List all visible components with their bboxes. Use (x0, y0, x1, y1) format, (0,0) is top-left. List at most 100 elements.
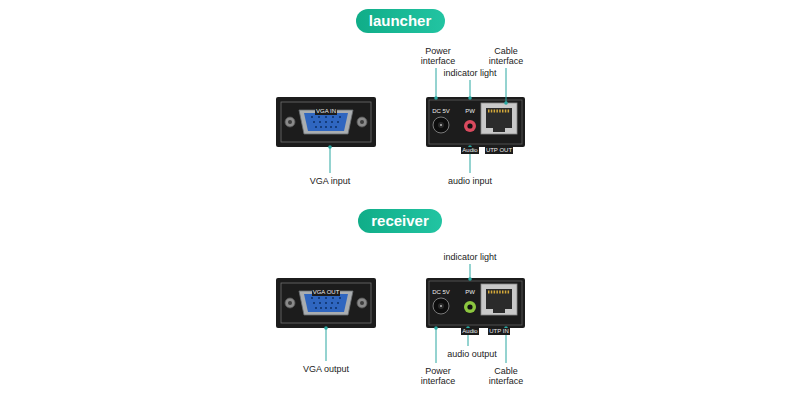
panel-marking: VGA OUT (312, 289, 341, 296)
dc-jack-pin (440, 305, 442, 307)
panel-frame (281, 283, 371, 323)
panel-marking: PW (464, 289, 476, 296)
leader-line (506, 68, 507, 103)
panel-marking: DC 5V (431, 108, 451, 115)
panel-frame (429, 281, 522, 325)
callout-label: indicator light (425, 252, 515, 262)
device-panel: DC 5VPWAudioUTP IN (426, 278, 525, 328)
screw (357, 117, 367, 127)
dc-jack-hole (438, 303, 444, 309)
callout-label: Power interface (415, 46, 461, 66)
text-slot: UTP OUT (485, 138, 513, 156)
audio-jack (464, 301, 476, 313)
screw-hole (288, 120, 292, 124)
device-panel: VGA IN (276, 97, 376, 147)
screw (285, 117, 295, 127)
panel-marking: Audio (461, 328, 478, 335)
panel-body (426, 278, 525, 328)
label-slot: Power interface (415, 46, 461, 66)
label-slot: VGA output (281, 364, 371, 374)
callout-label: VGA input (285, 176, 375, 186)
leader-dot (328, 145, 332, 149)
audio-jack-hole (467, 123, 472, 128)
rj45-notch (493, 128, 505, 132)
rj45-pins (488, 110, 510, 113)
section-title: receiver (358, 212, 442, 230)
text-slot: Audio (461, 138, 478, 156)
screw (285, 298, 295, 308)
device-panel: VGA OUT (276, 278, 376, 328)
dc-jack-hole (438, 122, 444, 128)
screw (357, 298, 367, 308)
screw-hole (288, 301, 292, 305)
text-slot: UTP IN (488, 319, 510, 337)
panel-body (276, 97, 376, 147)
panel-marking: Audio (461, 147, 478, 154)
vga-pins (316, 126, 336, 128)
panel-marking: VGA IN (315, 108, 337, 115)
screw-hole (360, 301, 364, 305)
text-slot: PW (464, 280, 476, 298)
text-slot: VGA OUT (312, 280, 341, 298)
rj45-opening (486, 289, 512, 309)
text-slot: DC 5V (431, 99, 451, 117)
front-panel (276, 97, 376, 147)
leader-dot (324, 326, 328, 330)
panel-marking: PW (464, 108, 476, 115)
front-panel (276, 278, 376, 328)
leader-dot (504, 101, 508, 105)
vga-insert (304, 113, 348, 131)
callout-label: VGA output (281, 364, 371, 374)
callout-label: Power interface (415, 366, 461, 386)
section-title: launcher (356, 12, 445, 30)
dc-jack-pin (440, 124, 442, 126)
leader-lines (326, 68, 506, 363)
screw-hole (360, 120, 364, 124)
rj45-opening (486, 108, 512, 128)
leader-line (470, 264, 471, 279)
callout-label: audio input (425, 176, 515, 186)
vga-pins (312, 297, 340, 299)
text-slot: Audio (461, 319, 478, 337)
panel-body (276, 278, 376, 328)
leader-line (436, 68, 437, 98)
text-slot: PW (464, 99, 476, 117)
text-slot: VGA IN (315, 99, 337, 117)
leader-line (470, 80, 471, 98)
vga-pins (316, 307, 336, 309)
leader-dot (468, 96, 472, 100)
callout-label: audio output (427, 349, 517, 359)
callout-label: Cable interface (483, 46, 529, 66)
label-slot: Power interface (415, 366, 461, 386)
rj45-pins (488, 291, 510, 294)
leader-dot (434, 96, 438, 100)
panel-marking: DC 5V (431, 289, 451, 296)
leader-line (436, 328, 437, 363)
audio-jack-hole (467, 304, 472, 309)
leader-line (326, 328, 327, 361)
callout-label: indicator light (425, 68, 515, 78)
label-slot: Cable interface (483, 366, 529, 386)
panel-frame (281, 102, 371, 142)
text-slot: DC 5V (431, 280, 451, 298)
panel-frame (429, 100, 522, 144)
rj45-port (481, 103, 517, 134)
vga-insert (304, 294, 348, 312)
callout-label: Cable interface (483, 366, 529, 386)
panel-marking: UTP IN (488, 328, 510, 335)
vga-pins (312, 116, 340, 118)
leader-dot (468, 277, 472, 281)
rj45-notch (493, 309, 505, 313)
label-slot: indicator light (425, 252, 515, 262)
leader-line (330, 147, 331, 173)
vga-pins (314, 121, 338, 123)
dc-jack (433, 117, 449, 133)
leader-dots (324, 96, 508, 330)
back-panel (426, 97, 525, 147)
label-slot: VGA input (285, 176, 375, 186)
rj45-port (481, 284, 517, 315)
label-slot: Cable interface (483, 46, 529, 66)
